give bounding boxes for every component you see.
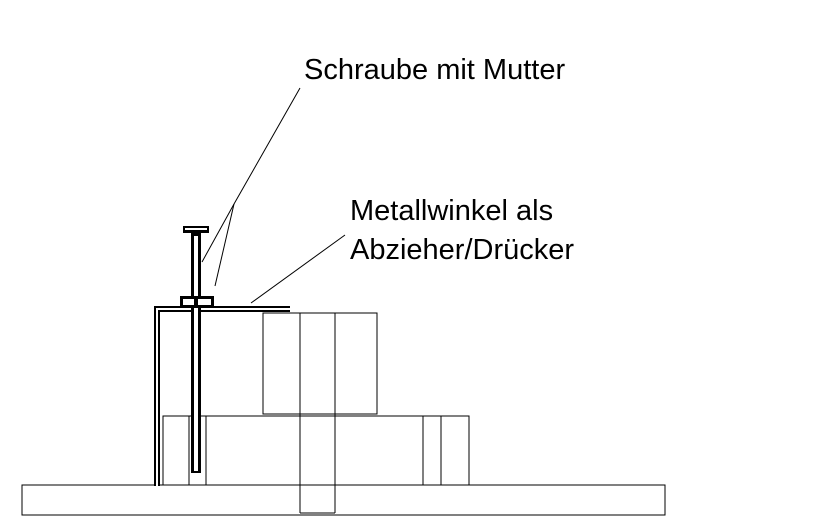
leader-screw-2 [214, 203, 235, 287]
lower-block [162, 415, 470, 486]
upper-block [262, 312, 378, 415]
bolt [183, 226, 209, 473]
leader-lines [201, 87, 346, 304]
label-metal-bracket-line1: Metallwinkel als [350, 195, 554, 227]
label-screw-with-nut: Schraube mit Mutter [304, 54, 566, 86]
shaft-through-blocks [299, 414, 336, 514]
metal-bracket [154, 306, 290, 486]
label-metal-bracket-line2: Abzieher/Drücker [350, 234, 575, 266]
leader-bracket [250, 234, 346, 304]
nut [180, 296, 214, 308]
